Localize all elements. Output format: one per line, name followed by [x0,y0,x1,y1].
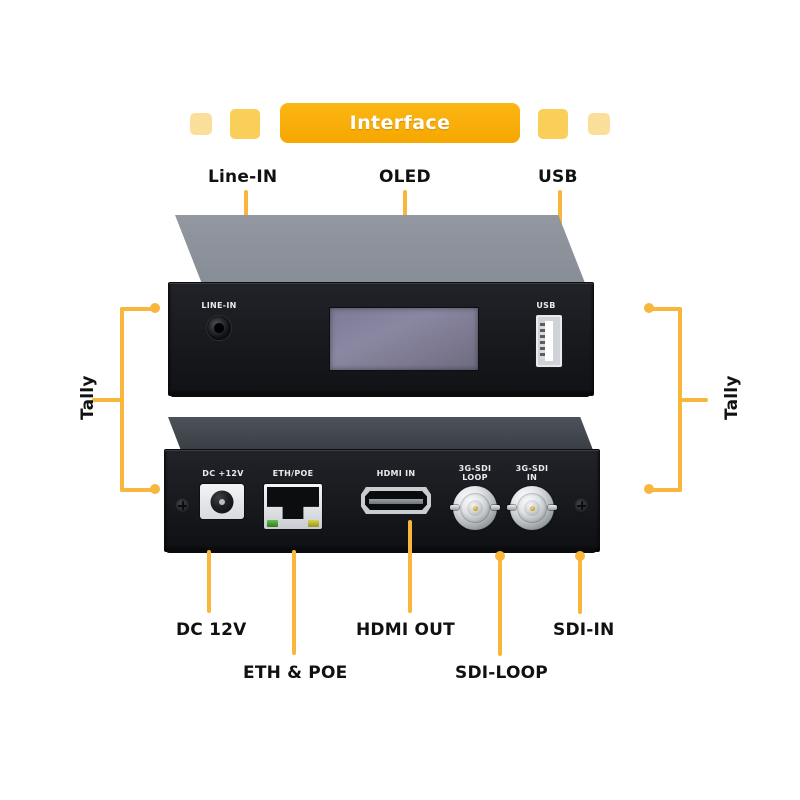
usb-pins [540,323,545,359]
tally-right-dot-top [644,303,654,313]
usb-tongue [545,321,553,361]
tally-right-dot-bottom [644,484,654,494]
hdmi-port[interactable] [361,487,431,514]
callout-sdi-in-label: SDI-IN [553,620,615,640]
silkscreen-dc-12v: DC +12V [202,469,244,478]
silkscreen-usb: USB [536,301,556,310]
leader-dc-12v [207,550,211,613]
silkscreen-sdi-in-line1: 3G-SDI [515,464,549,473]
banner-square-1 [190,113,212,135]
tally-left-arm-top [120,307,154,311]
dc-jack-pin [219,498,225,505]
leader-eth-poe [292,550,296,655]
callout-oled-label: OLED [379,167,431,187]
callout-usb-label: USB [538,167,578,187]
chassis-screw-left [175,498,190,513]
rj45-cavity [267,487,319,519]
device-rear-top-surface [168,417,593,450]
banner-square-4 [588,113,610,135]
device-front-top-surface [175,215,585,283]
bnc-sdi-loop[interactable] [450,486,500,530]
callout-eth-poe-label: ETH & POE [243,663,348,683]
leader-sdi-loop [498,556,502,656]
rj45-ethernet-port[interactable] [264,484,322,529]
tally-left-spine [120,307,124,492]
banner-square-2 [230,109,260,139]
tally-left-dot-top [150,303,160,313]
device-front-bottom-lip [170,392,590,397]
rj45-led-yellow [308,520,319,527]
oled-display [329,307,479,371]
leader-dot-sdi-in [575,551,585,561]
banner-square-3 [538,109,568,139]
tally-right-stem [678,398,708,402]
bnc-loop-lug-right [491,505,500,510]
tally-right-arm-top [648,307,682,311]
chassis-screw-right [574,498,589,513]
interface-banner: Interface [0,50,800,143]
silkscreen-line-in: LINE-IN [201,301,237,310]
silkscreen-sdi-loop: 3G-SDI LOOP [444,464,506,482]
callout-hdmi-out-label: HDMI OUT [356,620,455,640]
callout-sdi-loop-label: SDI-LOOP [455,663,548,683]
bnc-in-pin [529,505,535,511]
silkscreen-sdi-loop-line1: 3G-SDI [458,464,492,473]
bnc-in-lug-left [507,505,516,510]
dc-power-jack[interactable] [200,484,244,519]
leader-sdi-in [578,556,582,614]
device-front-panel: LINE-IN USB [168,282,594,396]
tally-left-label: Tally [78,375,98,420]
silkscreen-sdi-in: 3G-SDI IN [501,464,563,482]
tally-left-dot-bottom [150,484,160,494]
usb-a-port[interactable] [536,315,562,367]
bnc-loop-pin [472,505,478,511]
bnc-loop-lug-left [450,505,459,510]
leader-dot-sdi-loop [495,551,505,561]
bnc-in-lug-right [548,505,557,510]
banner-title: Interface [349,112,451,134]
tally-left-arm-bottom [120,488,154,492]
silkscreen-eth-poe: ETH/POE [272,469,314,478]
device-rear-panel: DC +12V ETH/POE HDMI IN 3G-SDI LOOP [164,449,600,552]
tally-right-label: Tally [722,375,742,420]
leader-hdmi-out [408,520,412,613]
silkscreen-sdi-in-line2: IN [526,473,538,482]
device-rear-bottom-lip [166,548,596,553]
tally-left-stem [92,398,122,402]
rj45-led-green [267,520,278,527]
bnc-sdi-in[interactable] [507,486,557,530]
hdmi-tongue [369,498,423,504]
banner-bar: Interface [280,103,520,143]
silkscreen-hdmi-in: HDMI IN [376,469,416,478]
tally-right-arm-bottom [648,488,682,492]
silkscreen-sdi-loop-line2: LOOP [462,473,488,482]
callout-dc-12v-label: DC 12V [176,620,247,640]
callout-line-in-label: Line-IN [208,167,278,187]
audio-jack-35mm[interactable] [207,316,231,340]
